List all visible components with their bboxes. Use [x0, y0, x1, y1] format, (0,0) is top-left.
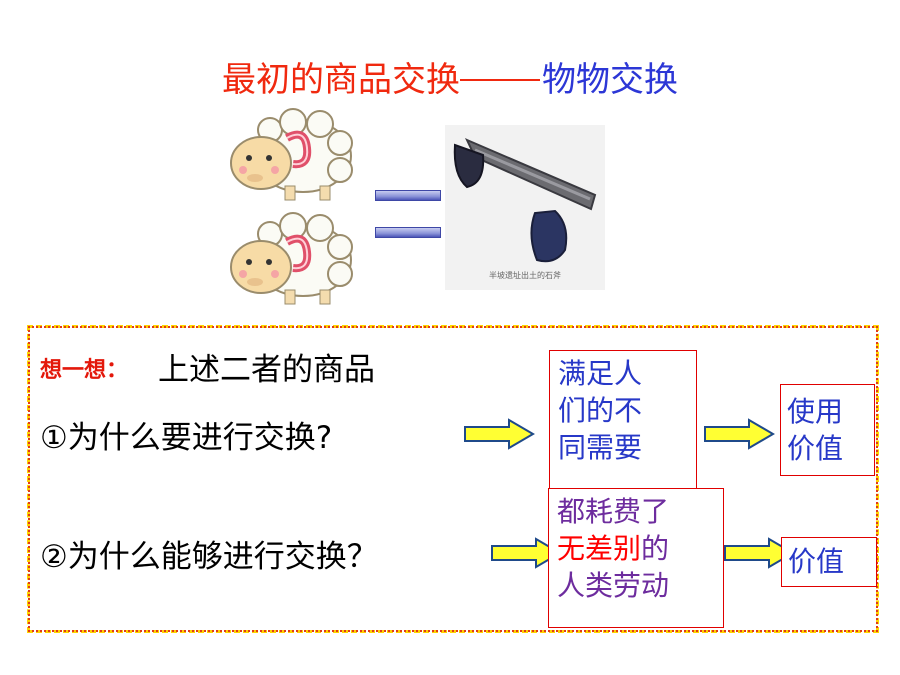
right-arrow-icon [704, 418, 775, 450]
page-title: 最初的商品交换 物物交换 [0, 58, 900, 102]
answer-line: 使用 [787, 395, 844, 428]
answer-box-needs: 满足人 们的不 同需要 [549, 350, 697, 491]
answer-line: 们的不 [558, 394, 643, 427]
equals-bar-top [375, 190, 441, 201]
question-2: ②为什么能够进行交换？ [40, 539, 378, 575]
answer-line: 无差别的 [557, 530, 715, 567]
equals-bar-bottom [375, 227, 441, 238]
question-1: ①为什么要进行交换? [40, 420, 333, 456]
right-arrow-icon [464, 418, 535, 450]
answer-box-labor: 都耗费了 无差别的 人类劳动 [548, 488, 724, 628]
answer-line: 同需要 [558, 431, 643, 464]
title-right: 物物交换 [542, 60, 678, 100]
stone-axe-image [445, 125, 605, 290]
answer-text: 的 [641, 532, 670, 565]
title-left: 最初的商品交换 [222, 60, 460, 100]
answer-line: 人类劳动 [557, 569, 670, 602]
highlight-text: 无差别 [557, 532, 642, 565]
answer-line: 满足人 [558, 357, 643, 390]
question-intro: 上述二者的商品 [158, 352, 375, 388]
answer-box-value: 价值 [781, 537, 877, 587]
answer-line: 都耗费了 [557, 495, 670, 528]
title-dash [460, 78, 540, 81]
photo-caption: 半坡遗址出土的石斧 [489, 271, 561, 280]
answer-line: 价值 [787, 432, 844, 465]
answer-line: 价值 [788, 545, 845, 578]
sheep-image [230, 212, 353, 305]
think-label: 想一想： [40, 358, 129, 383]
sheep-image [230, 108, 353, 201]
think-box [27, 325, 879, 633]
answer-box-use-value: 使用 价值 [780, 384, 875, 476]
